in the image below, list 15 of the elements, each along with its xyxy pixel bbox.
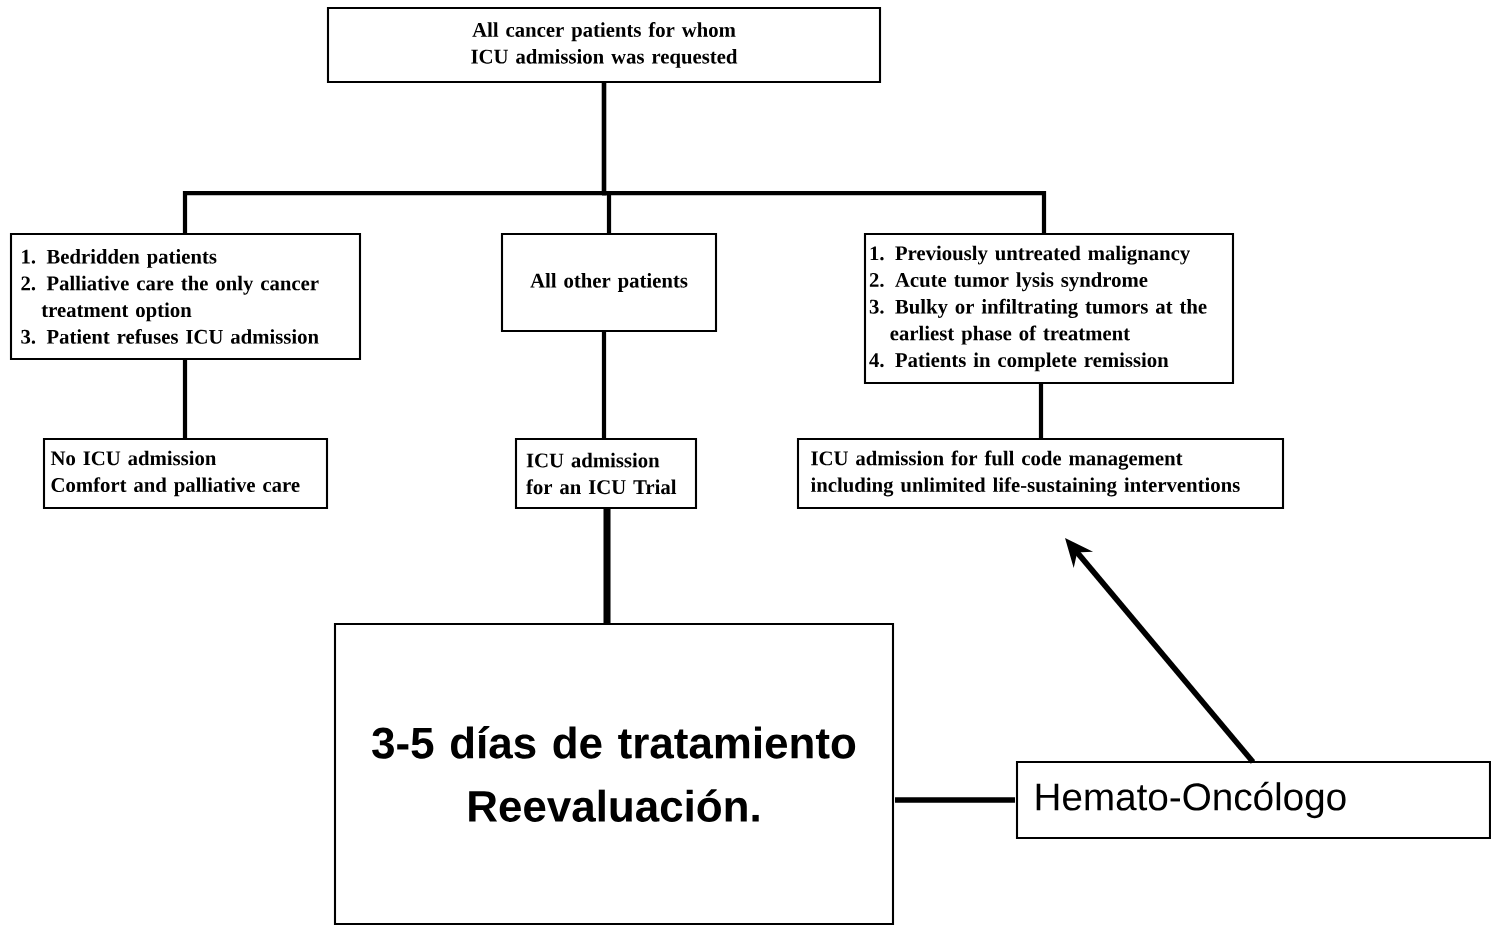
specialist-box: Hemato-Oncólogo <box>1015 760 1491 840</box>
process-box: ICU admission for full code management including unlimited life-sustaining interventions <box>796 437 1285 510</box>
process-box: 1. Bedridden patients 2. Palliative care the only cancer treatment option 3. Patient refuses ICU admission <box>9 232 362 361</box>
connector-line <box>1038 383 1044 439</box>
connector-line <box>895 797 1015 803</box>
connector-line <box>601 331 607 439</box>
process-box: ICU admission for an ICU Trial <box>514 437 698 510</box>
process-box: All cancer patients for whom ICU admission was requested <box>326 6 882 84</box>
connector-line <box>182 359 188 439</box>
process-box: No ICU admission Comfort and palliative care <box>42 437 329 510</box>
connector-line <box>603 508 611 624</box>
process-box: 1. Previously untreated malignancy 2. Acute tumor lysis syndrome 3. Bulky or infiltrating tumors at the earliest phase of treatment 4. Patients in complete remission <box>863 232 1235 385</box>
process-box: All other patients <box>500 232 718 333</box>
connector-line <box>601 83 1047 234</box>
reevaluation-box: 3-5 días de tratamiento Reevaluación. <box>333 622 895 925</box>
